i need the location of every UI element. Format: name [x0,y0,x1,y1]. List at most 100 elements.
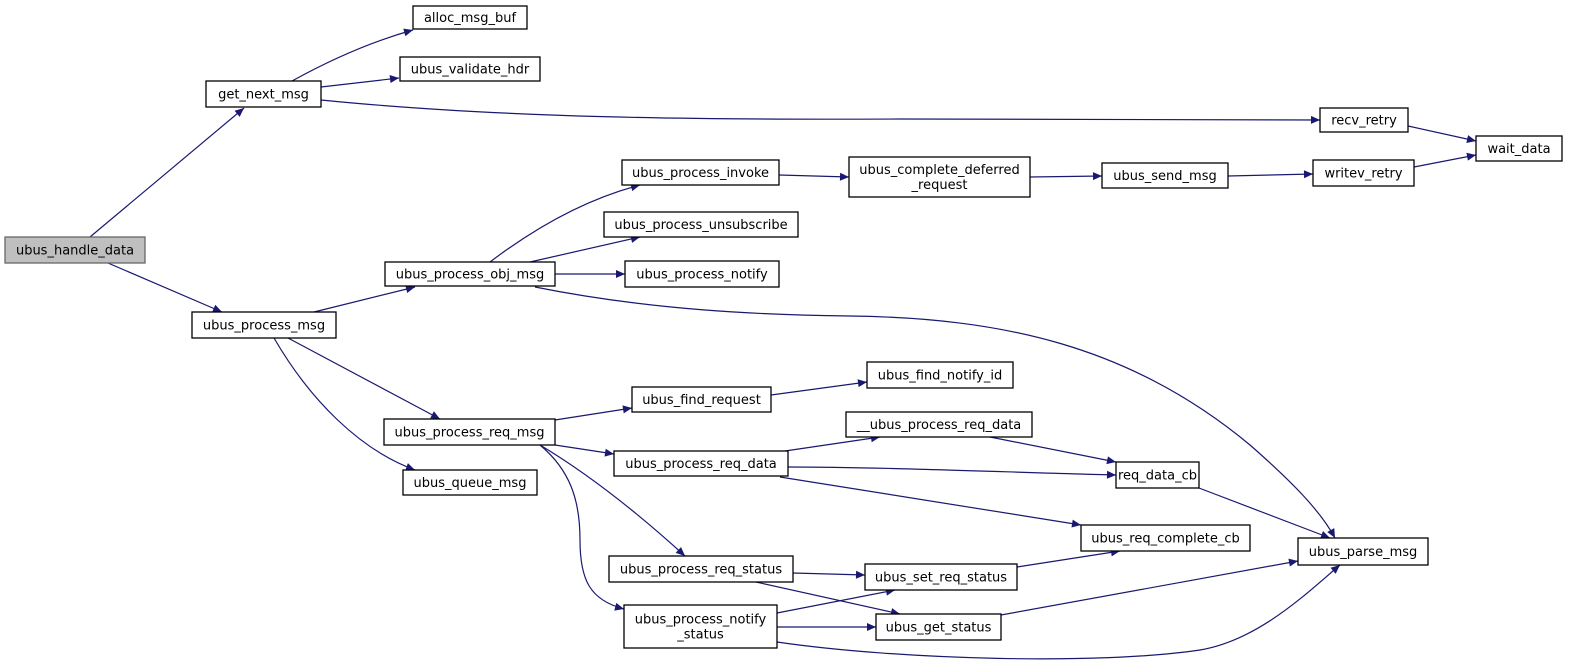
edge-ubus_process_notify_status-to-ubus_parse_msg [776,564,1341,660]
arrowhead-icon [1466,135,1476,143]
node-label: wait_data [1487,142,1550,157]
edge-line [1407,125,1477,142]
node-label: writev_retry [1324,167,1402,182]
node-get-next-msg[interactable]: get_next_msg [205,80,322,108]
node-ubus-queue-msg[interactable]: ubus_queue_msg [402,469,538,496]
nodes-layer: ubus_handle_data get_next_msg alloc_msg_bu… [4,5,1563,649]
node-ubus-process-req-data[interactable]: __ubus_process_req_data [845,411,1033,438]
edge-ubus_process_obj_msg-to-ubus_process_notify [555,270,625,278]
node-ubus-validate-hdr[interactable]: ubus_validate_hdr [399,56,541,82]
edge-line [489,184,641,263]
node-ubus-find-notify-id[interactable]: ubus_find_notify_id [866,361,1014,389]
node-ubus-process-obj-msg[interactable]: ubus_process_obj_msg [384,261,556,287]
node-ubus-req-complete-cb[interactable]: ubus_req_complete_cb [1080,524,1251,552]
node-box [848,156,1031,198]
node-box [866,361,1014,389]
arrowhead-icon [855,570,865,579]
node-label: ubus_set_req_status [875,571,1007,586]
node-ubus-process-notify[interactable]: ubus_process_notify [624,260,780,288]
node-label: ubus_queue_msg [414,476,527,491]
arrowhead-icon [1106,470,1116,479]
node-box [205,80,322,108]
arrowhead-icon [1466,152,1476,161]
node-ubus-find-request[interactable]: ubus_find_request [631,386,772,413]
node-alloc-msg-buf[interactable]: alloc_msg_buf [412,5,528,30]
node-ubus-process-invoke[interactable]: ubus_process_invoke [621,159,780,186]
node-label: ubus_parse_msg [1309,545,1418,560]
node-label: ubus_process_obj_msg [396,268,544,283]
node-label: ubus_process_req_data [625,457,777,472]
node-label: ubus_find_request [642,393,761,408]
node-label: ubus_send_msg [1113,169,1216,184]
node-box [1475,135,1563,162]
node-box [613,450,789,477]
node-ubus-process-req-data[interactable]: ubus_process_req_data [613,450,789,477]
node-label: get_next_msg [218,88,309,103]
node-wait-data[interactable]: wait_data [1475,135,1563,162]
edge-ubus_process_invoke-to-ubus_complete_deferred_request [778,172,850,181]
edge-line [1413,154,1477,168]
node-ubus-get-status[interactable]: ubus_get_status [875,613,1002,641]
node-box [603,211,799,238]
edge-ubus_process_req_msg-to-ubus_find_request [554,405,633,421]
node-ubus-complete-deferred-request[interactable]: ubus_complete_deferred_request [848,156,1031,198]
edge-line [779,476,1082,526]
node-box [845,411,1033,438]
node-box [1115,461,1200,489]
arrowhead-icon [389,75,399,84]
node-label: ubus_validate_hdr [411,63,530,78]
arrowhead-icon [1288,558,1298,567]
edge-ubus_handle_data-to-ubus_process_msg [107,262,223,313]
arrowhead-icon [234,108,244,117]
edge-writev_retry-to-wait_data [1413,152,1477,168]
node-ubus-parse-msg[interactable]: ubus_parse_msg [1297,537,1429,566]
edge-line [539,444,625,610]
edge-get_next_msg-to-ubus_validate_hdr [320,75,400,88]
node-label: req_data_cb [1118,469,1197,484]
node-ubus-process-notify-status[interactable]: ubus_process_notify_status [623,604,778,649]
edge-ubus_get_status-to-ubus_parse_msg [1000,558,1299,616]
edge-ubus_process_notify_status-to-ubus_get_status [777,623,876,631]
arrowhead-icon [403,28,413,37]
edge-line [1016,550,1121,568]
node-label: ubus_process_invoke [632,166,769,181]
node-writev-retry[interactable]: writev_retry [1312,159,1415,187]
edge-get_next_msg-to-recv_retry [320,99,1321,124]
node-box [623,604,778,649]
node-box [383,418,556,446]
edge-line [776,589,896,614]
node-box [384,261,556,287]
edge-line [273,337,416,471]
node-ubus-process-req-status[interactable]: ubus_process_req_status [608,555,794,583]
node-label: ubus_process_notify [635,613,767,628]
node-ubus-process-unsubscribe[interactable]: ubus_process_unsubscribe [603,211,799,238]
node-ubus-process-req-msg[interactable]: ubus_process_req_msg [383,418,556,446]
node-ubus-send-msg[interactable]: ubus_send_msg [1101,162,1229,189]
node-box [1319,107,1409,133]
edge-line [787,466,1117,476]
edge-ubus_process_req_msg-to-ubus_process_notify_status [539,444,625,611]
edge-get_next_msg-to-alloc_msg_buf [291,28,414,82]
edge-line [784,436,881,452]
arrowhead-icon [622,405,632,414]
node-label: ubus_process_notify [636,268,768,283]
node-box [191,311,337,339]
node-ubus-handle-data[interactable]: ubus_handle_data [4,236,146,264]
arrowhead-icon [857,379,867,388]
node-ubus-process-msg[interactable]: ubus_process_msg [191,311,337,339]
edge-ubus_process_obj_msg-to-ubus_process_unsubscribe [529,235,641,263]
edge-line [313,286,416,313]
node-box [402,469,538,496]
edges-layer [89,28,1477,660]
edge-ubus_find_request-to-ubus_find_notify_id [770,379,868,396]
node-recv-retry[interactable]: recv_retry [1319,107,1409,133]
edge-ubus_process_obj_msg-to-ubus_parse_msg [534,286,1336,539]
edge-ubus_handle_data-to-get_next_msg [89,107,245,238]
edge-ubus_send_msg-to-writev_retry [1227,170,1314,179]
edge-line [554,407,633,421]
node-ubus-set-req-status[interactable]: ubus_set_req_status [864,563,1018,591]
edge-ubus_process_msg-to-ubus_process_req_msg [287,337,441,420]
node-box [875,613,1002,641]
arrowhead-icon [1330,565,1340,574]
node-req-data-cb[interactable]: req_data_cb [1115,461,1200,489]
